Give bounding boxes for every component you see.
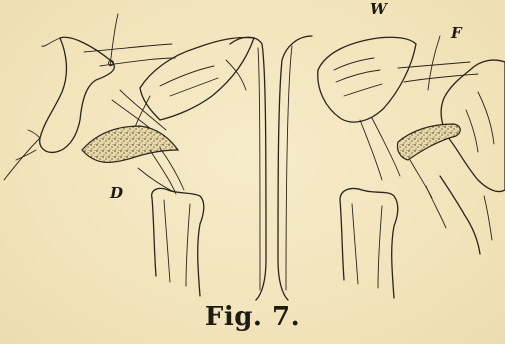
left-long-bone	[152, 188, 204, 296]
right-rod	[278, 36, 312, 300]
left-muscle-mass	[140, 37, 254, 120]
right-muscle-mass	[318, 37, 416, 122]
figure-caption: Fig. 7.	[0, 302, 505, 332]
label-f: F	[451, 26, 462, 41]
left-joint	[4, 14, 266, 300]
left-rod	[230, 37, 266, 300]
right-long-bone	[340, 188, 398, 298]
label-w: W	[370, 2, 387, 17]
label-d: D	[110, 186, 123, 201]
left-cartilage	[82, 126, 178, 162]
right-joint	[278, 36, 505, 300]
